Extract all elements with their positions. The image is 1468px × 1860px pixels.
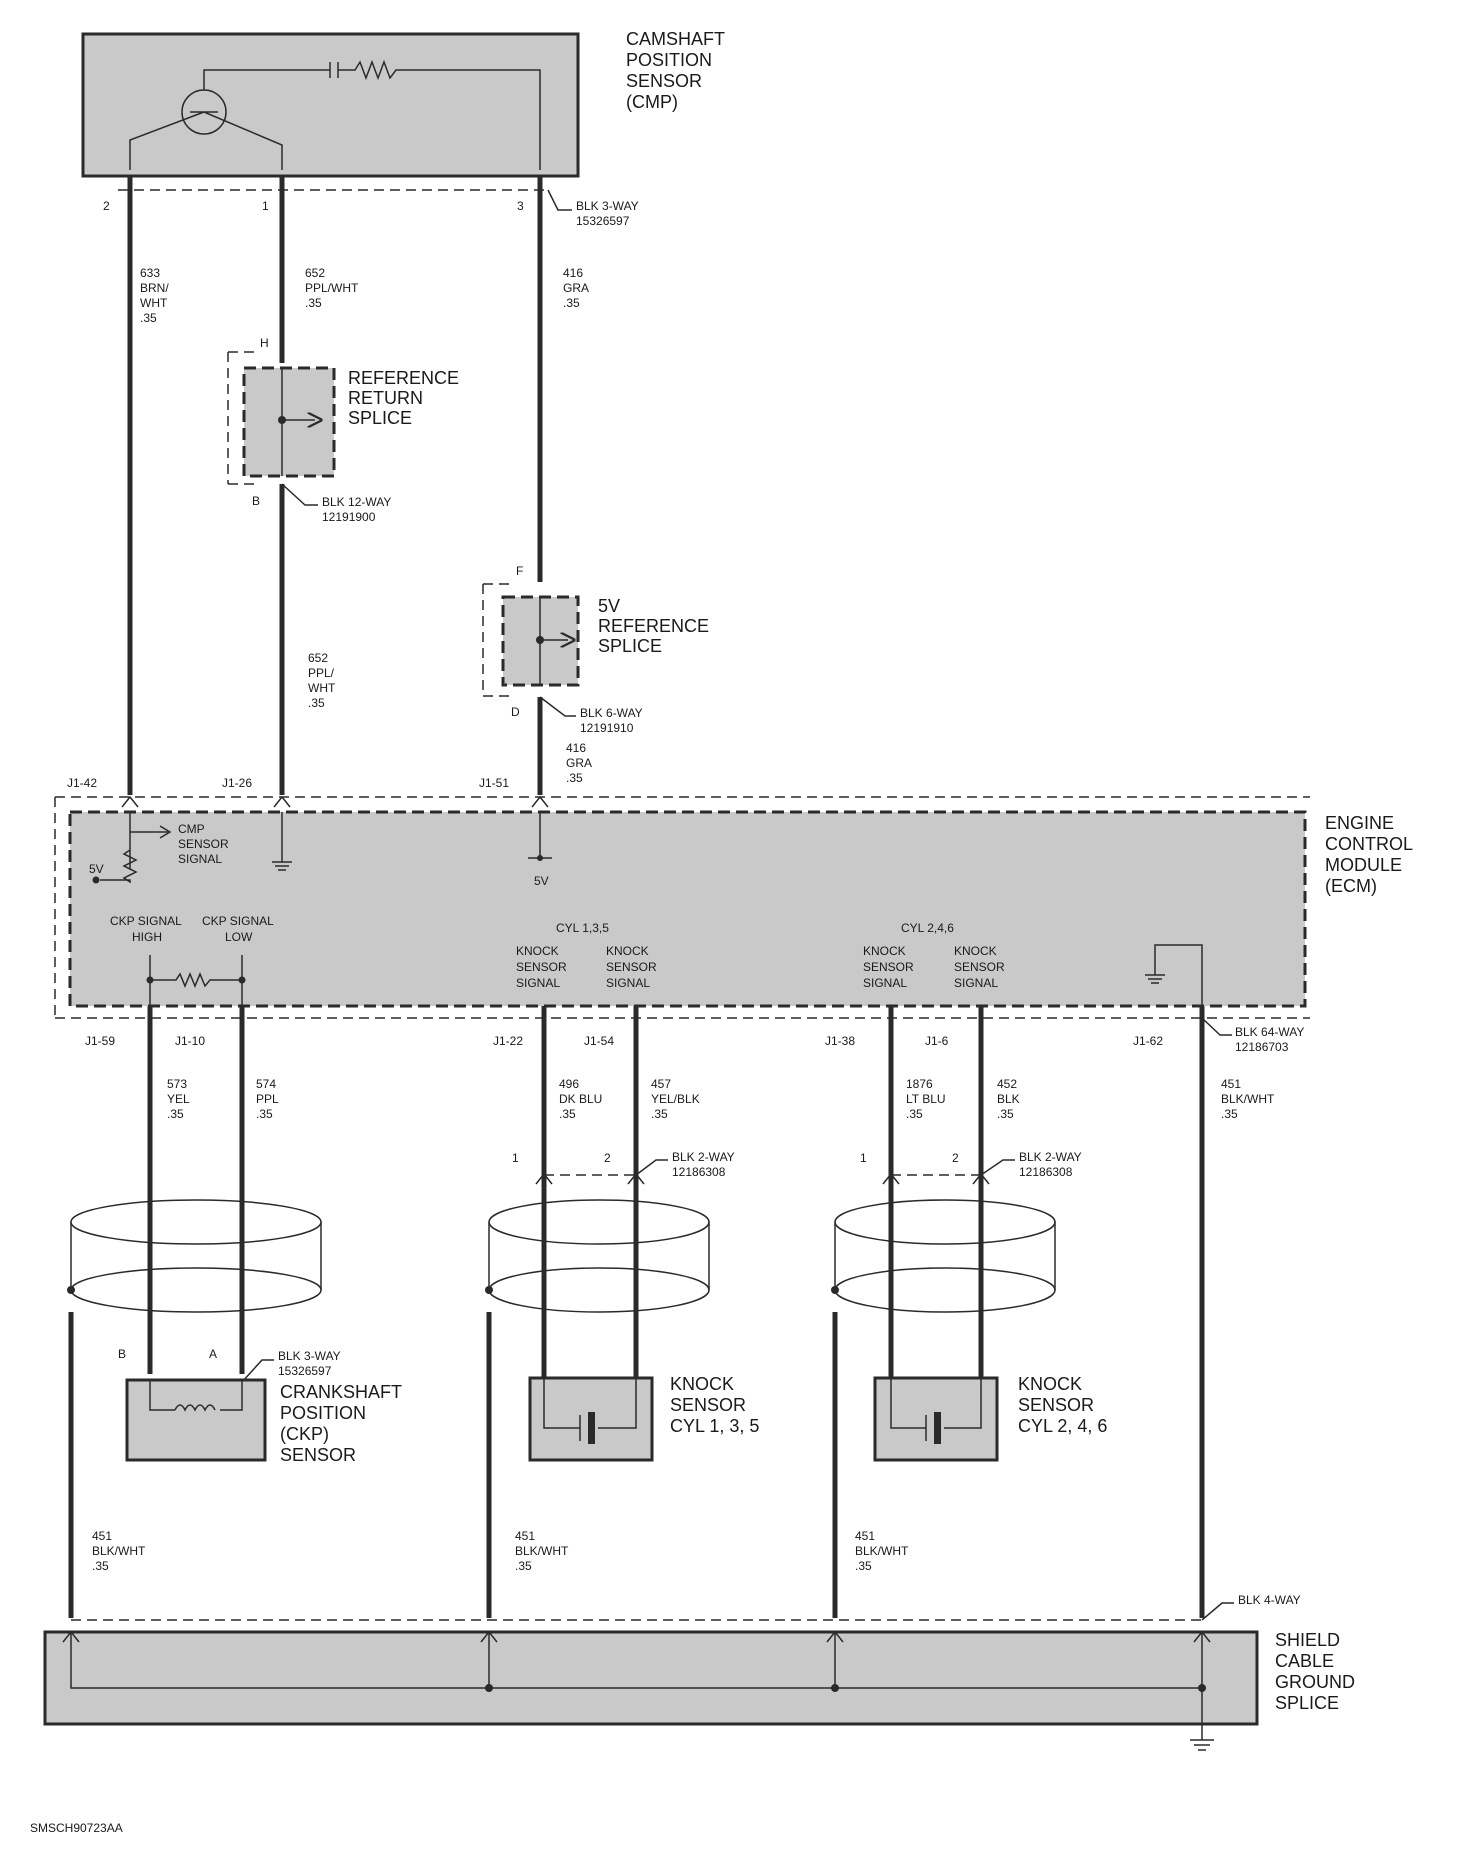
reference-return-splice: H B REFERENCE RETURN SPLICE BLK 12-WAY 1… bbox=[227, 336, 464, 524]
knock-sensor-246: KNOCK SENSOR CYL 2, 4, 6 bbox=[873, 1374, 1107, 1462]
svg-text:J1-42: J1-42 bbox=[67, 776, 97, 790]
svg-text:KNOCK SENSOR SIGNA: KNOCK SENSOR SIGNAL bbox=[516, 944, 570, 990]
svg-text:CYL 1,3,5: CYL 1,3,5 bbox=[556, 921, 609, 935]
shield-cylinder-knock135 bbox=[488, 1199, 710, 1313]
svg-text:CMP SENSOR SIGNAL: CMP SENSOR SIGNAL bbox=[178, 822, 232, 866]
figure-code: SMSCH90723AA bbox=[30, 1821, 123, 1835]
wire-652a-label: 652 PPL/WHT .35 bbox=[305, 266, 361, 310]
svg-text:J1-10: J1-10 bbox=[175, 1034, 205, 1048]
svg-text:1: 1 bbox=[512, 1151, 519, 1165]
pin-label: 1 bbox=[262, 199, 269, 213]
svg-text:BLK 4-WAY: BLK 4-WAY bbox=[1238, 1593, 1301, 1607]
svg-text:J1-6: J1-6 bbox=[925, 1034, 949, 1048]
svg-text:KNOCK SENSOR CYL 2: KNOCK SENSOR CYL 2, 4, 6 bbox=[1018, 1374, 1107, 1436]
svg-text:CKP SIGNAL HIGH: CKP SIGNAL HIGH bbox=[110, 914, 185, 944]
svg-text:F: F bbox=[516, 564, 523, 578]
ecm: ENGINE CONTROL MODULE (ECM) CMP SENSOR S… bbox=[68, 810, 1417, 1008]
svg-text:H: H bbox=[260, 336, 269, 350]
pin-label: 2 bbox=[103, 199, 110, 213]
svg-text:KNOCK SENSOR SIGNA: KNOCK SENSOR SIGNAL bbox=[606, 944, 660, 990]
shield-cylinder-knock246 bbox=[834, 1199, 1056, 1313]
ground-icon bbox=[1145, 944, 1203, 1006]
svg-text:BLK 64-WAY 12186703: BLK 64-WAY 12186703 bbox=[1235, 1025, 1307, 1054]
svg-text:J1-38: J1-38 bbox=[825, 1034, 855, 1048]
svg-text:B: B bbox=[118, 1347, 126, 1361]
svg-text:D: D bbox=[511, 705, 520, 719]
shield-ground-splice: SHIELD CABLE GROUND SPLICE bbox=[43, 1630, 1360, 1751]
svg-text:2: 2 bbox=[604, 1151, 611, 1165]
svg-text:KNOCK SENSOR CYL 1: KNOCK SENSOR CYL 1, 3, 5 bbox=[670, 1374, 759, 1436]
svg-text:CYL 2,4,6: CYL 2,4,6 bbox=[901, 921, 954, 935]
svg-text:J1-62: J1-62 bbox=[1133, 1034, 1163, 1048]
svg-text:KNOCK SENSOR SIGNA: KNOCK SENSOR SIGNAL bbox=[954, 944, 1008, 990]
wire-416a-label: 416 GRA .35 bbox=[563, 266, 592, 310]
svg-text:CKP SIGNAL LOW: CKP SIGNAL LOW bbox=[202, 914, 277, 944]
svg-text:J1-22: J1-22 bbox=[493, 1034, 523, 1048]
svg-text:5V: 5V bbox=[534, 874, 549, 888]
svg-text:CRANKSHAFT POSITION: CRANKSHAFT POSITION (CKP) SENSOR bbox=[280, 1382, 407, 1465]
svg-text:J1-54: J1-54 bbox=[584, 1034, 614, 1048]
svg-text:2: 2 bbox=[952, 1151, 959, 1165]
svg-text:652 PPL/ WHT .35: 652 PPL/ WHT .35 bbox=[308, 651, 338, 710]
coil-icon bbox=[174, 1404, 216, 1412]
svg-text:ENGINE CONTROL MOD: ENGINE CONTROL MODULE (ECM) bbox=[1325, 813, 1417, 896]
cmp-label: CAMSHAFT POSITION SENSOR (CMP) bbox=[626, 29, 730, 112]
shield-cylinder-ckp bbox=[70, 1199, 322, 1313]
cmp-sensor: CAMSHAFT POSITION SENSOR (CMP) bbox=[81, 29, 730, 178]
svg-text:J1-51: J1-51 bbox=[479, 776, 509, 790]
5v-reference-splice: F D 5V REFERENCE SPLICE BLK 6-WAY 121919… bbox=[482, 564, 714, 735]
ground-icon bbox=[1190, 1739, 1214, 1751]
knock-sensor-135: KNOCK SENSOR CYL 1, 3, 5 bbox=[528, 1374, 759, 1462]
svg-text:SHIELD CABLE GROUN: SHIELD CABLE GROUND SPLICE bbox=[1275, 1630, 1360, 1713]
resistor-icon bbox=[329, 59, 410, 81]
cmp-connector-label: BLK 3-WAY 15326597 bbox=[576, 199, 642, 228]
svg-text:REFERENCE RETURN S: REFERENCE RETURN SPLICE bbox=[348, 368, 464, 428]
svg-text:5V: 5V bbox=[89, 862, 104, 876]
svg-text:416 GRA .35: 416 GRA .35 bbox=[566, 741, 595, 785]
svg-text:5V REFERENCE SPLIC: 5V REFERENCE SPLICE bbox=[598, 596, 714, 656]
svg-text:BLK 6-WAY 12191910: BLK 6-WAY 12191910 bbox=[580, 706, 646, 735]
svg-text:1: 1 bbox=[860, 1151, 867, 1165]
svg-text:B: B bbox=[252, 494, 260, 508]
wire-633-label: 633 BRN/ WHT .35 bbox=[140, 266, 172, 325]
svg-text:BLK 12-WAY 12191900: BLK 12-WAY 12191900 bbox=[322, 495, 394, 524]
svg-text:KNOCK SENSOR SIGNA: KNOCK SENSOR SIGNAL bbox=[863, 944, 917, 990]
svg-text:J1-26: J1-26 bbox=[222, 776, 252, 790]
svg-text:A: A bbox=[209, 1347, 217, 1361]
pin-label: 3 bbox=[517, 199, 524, 213]
svg-text:J1-59: J1-59 bbox=[85, 1034, 115, 1048]
